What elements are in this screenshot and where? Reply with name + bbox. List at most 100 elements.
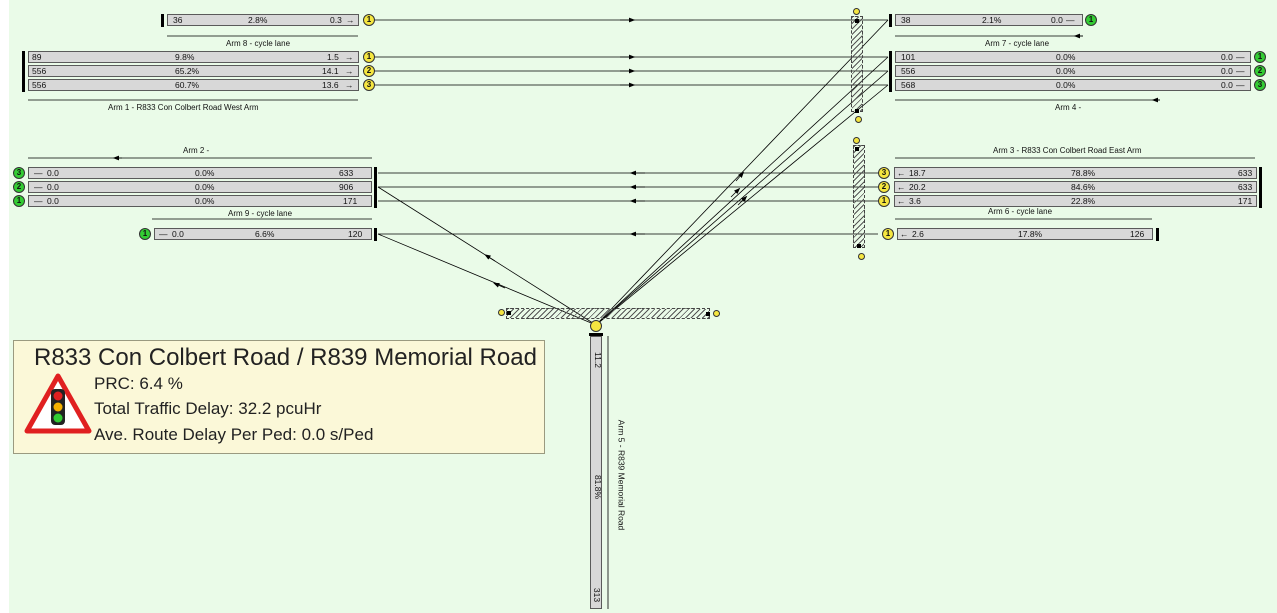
lane-number-badge: 1: [1085, 14, 1097, 26]
lane-flow: 556: [901, 66, 916, 76]
arm1-lane-2[interactable]: 556 65.2% 14.1 →: [28, 65, 359, 77]
prc-value: PRC: 6.4 %: [94, 374, 183, 393]
lane-degree: 2.1%: [982, 15, 1002, 25]
lane-arrow: ←: [897, 196, 906, 206]
arm4-lane-3[interactable]: 568 0.0% 0.0 —: [895, 79, 1251, 91]
arm2-lane-3[interactable]: — 0.0 0.0% 633: [28, 167, 372, 179]
lane-queue: 13.6: [322, 80, 339, 90]
lane-queue: 20.2: [909, 182, 926, 192]
arm8-caption: Arm 8 - cycle lane: [226, 39, 291, 48]
lane-queue: 14.1: [322, 66, 339, 76]
lane-arrow: →: [346, 15, 355, 25]
lane-flow: 633: [339, 168, 354, 178]
lane-number-badge: 2: [1254, 65, 1266, 77]
arm4-lane-1[interactable]: 101 0.0% 0.0 —: [895, 51, 1251, 63]
lane-queue: 0.0: [172, 229, 184, 239]
arm1-lane-1[interactable]: 89 9.8% 1.5 →: [28, 51, 359, 63]
lane-number-badge: 1: [139, 228, 151, 240]
ped-crossing-north[interactable]: [851, 16, 863, 112]
arm1-lane-3[interactable]: 556 60.7% 13.6 →: [28, 79, 359, 91]
lane-queue: 0.3: [330, 15, 342, 25]
lane-queue: 0.0: [47, 182, 59, 192]
lane-number-badge: 1: [1254, 51, 1266, 63]
lane-number-badge: 2: [363, 65, 375, 77]
traffic-delay-value: Total Traffic Delay: 32.2 pcuHr: [94, 399, 322, 418]
ped-crossing-east[interactable]: [853, 145, 865, 248]
arm5-lane-1[interactable]: [590, 336, 602, 609]
junction-summary-panel: R833 Con Colbert Road / R839 Memorial Ro…: [13, 340, 545, 454]
arm9-caption: Arm 9 - cycle lane: [228, 209, 293, 218]
lane-queue: 0.0: [1221, 66, 1233, 76]
arm5-degree: 81.8%: [593, 474, 604, 500]
lane-arrow: —: [1236, 66, 1245, 76]
lane-arrow: —: [159, 229, 168, 239]
lane-arrow: ←: [900, 229, 909, 239]
lane-flow: 101: [901, 52, 916, 62]
lane-flow: 126: [1130, 229, 1145, 239]
lane-arrow: —: [34, 196, 43, 206]
arm3-lane-3[interactable]: ← 18.7 78.8% 633: [894, 167, 1257, 179]
lane-degree: 0.0%: [195, 168, 215, 178]
lane-queue: 0.0: [1221, 52, 1233, 62]
lane-arrow: ←: [897, 168, 906, 178]
arm1-caption: Arm 1 - R833 Con Colbert Road West Arm: [108, 103, 259, 112]
lane-queue: 1.5: [327, 52, 339, 62]
arm6-lane-1[interactable]: ← 2.6 17.8% 126: [897, 228, 1153, 240]
arm9-lane-1[interactable]: — 0.0 6.6% 120: [154, 228, 372, 240]
lane-flow: 556: [32, 66, 47, 76]
lane-queue: 0.0: [47, 196, 59, 206]
ped-crossing-south[interactable]: [506, 308, 710, 319]
lane-arrow: —: [1066, 15, 1075, 25]
lane-number-badge: 1: [363, 51, 375, 63]
arm3-lane-2[interactable]: ← 20.2 84.6% 633: [894, 181, 1257, 193]
arm4-lane-2[interactable]: 556 0.0% 0.0 —: [895, 65, 1251, 77]
arm5-queue: 11.2: [592, 352, 603, 368]
lane-degree: 60.7%: [175, 80, 200, 90]
lane-number-badge: 3: [363, 79, 375, 91]
lane-queue: 0.0: [1221, 80, 1233, 90]
link-arm5-arm4-3: [595, 84, 889, 326]
lane-arrow: →: [345, 66, 354, 76]
lane-flow: 171: [343, 196, 358, 206]
lane-arrow: →: [345, 52, 354, 62]
lane-degree: 0.0%: [1056, 66, 1076, 76]
arm5-caption: Arm 5 - R839 Memorial Road: [616, 419, 627, 531]
lane-number-badge: 3: [878, 167, 890, 179]
lane-queue: 0.0: [1051, 15, 1063, 25]
arm7-lane-1[interactable]: 38 2.1% 0.0 —: [895, 14, 1083, 26]
lane-number-badge: 2: [878, 181, 890, 193]
arm8-lane-1[interactable]: 36 2.8% 0.3 →: [167, 14, 359, 26]
lane-flow: 36: [173, 15, 183, 25]
lane-number-badge: 1: [882, 228, 894, 240]
link-arm5-arm4-1: [595, 56, 889, 326]
lane-flow: 633: [1238, 182, 1253, 192]
traffic-light-warning-icon: [24, 373, 92, 434]
lane-degree: 17.8%: [1018, 229, 1043, 239]
lane-number-badge: 1: [363, 14, 375, 26]
lane-flow: 906: [339, 182, 354, 192]
arm5-flow: 313: [592, 587, 603, 603]
lane-number-badge: 2: [13, 181, 25, 193]
lane-flow: 38: [901, 15, 911, 25]
lane-arrow: —: [34, 182, 43, 192]
arm2-lane-2[interactable]: — 0.0 0.0% 906: [28, 181, 372, 193]
lane-degree: 9.8%: [175, 52, 195, 62]
lane-flow: 568: [901, 80, 916, 90]
ped-crossing-end-icon: [858, 253, 865, 260]
lane-degree: 65.2%: [175, 66, 200, 76]
lane-flow: 633: [1238, 168, 1253, 178]
ped-crossing-end-icon: [855, 116, 862, 123]
arm2-caption: Arm 2 -: [183, 146, 210, 155]
lane-degree: 22.8%: [1071, 196, 1096, 206]
lane-number-badge: 3: [13, 167, 25, 179]
arm3-lane-1[interactable]: ← 3.6 22.8% 171: [894, 195, 1257, 207]
lane-flow: 556: [32, 80, 47, 90]
arm2-lane-1[interactable]: — 0.0 0.0% 171: [28, 195, 372, 207]
lane-degree: 6.6%: [255, 229, 275, 239]
lane-degree: 0.0%: [1056, 80, 1076, 90]
lane-queue: 18.7: [909, 168, 926, 178]
ped-crossing-end-icon: [853, 8, 860, 15]
lane-flow: 171: [1238, 196, 1253, 206]
